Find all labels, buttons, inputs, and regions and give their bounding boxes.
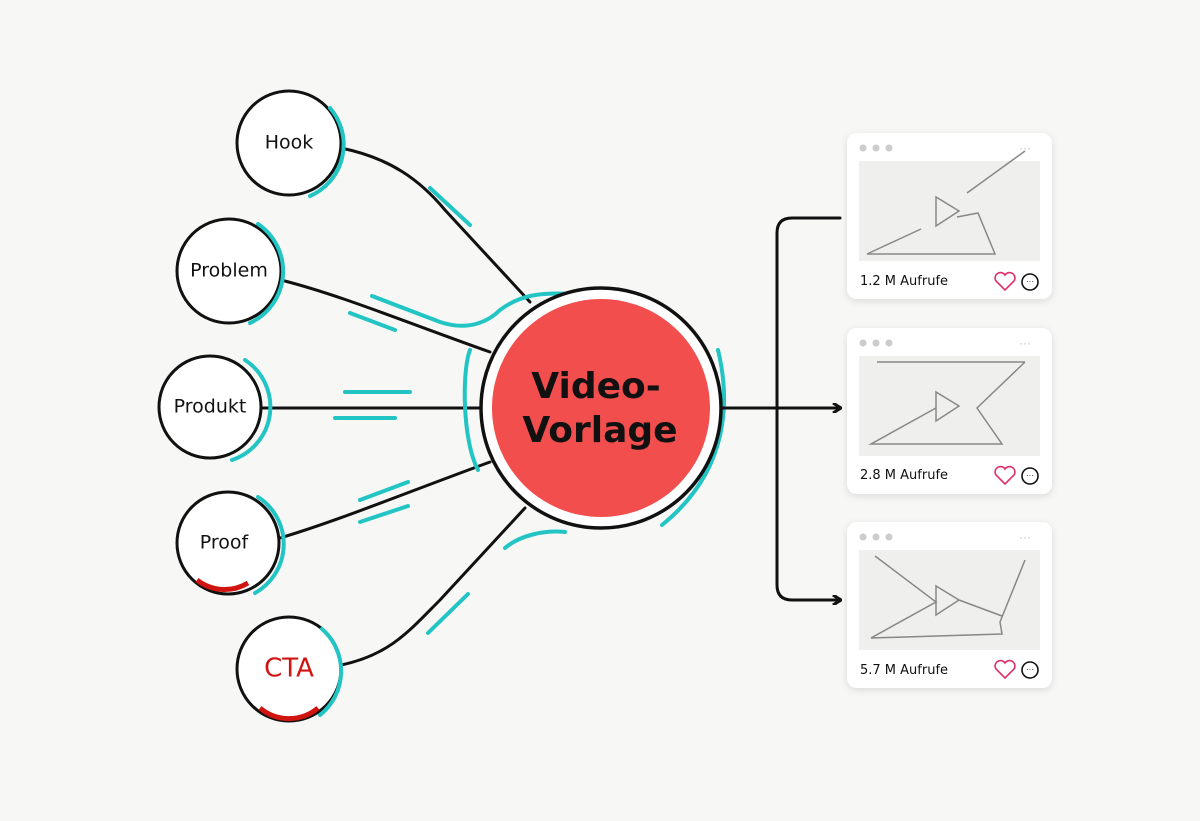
node-label: CTA (264, 654, 314, 684)
connectors (259, 146, 726, 667)
svg-text:···: ··· (1026, 277, 1034, 286)
video-thumbnail[interactable] (859, 161, 1040, 261)
video-card-1[interactable]: ··· 1.2 M Aufrufe ··· (847, 133, 1052, 299)
input-node-cta: CTA (235, 615, 344, 723)
view-count: 5.7 M Aufrufe (860, 663, 948, 678)
cta-accent-arc (258, 706, 320, 722)
heart-icon[interactable] (994, 465, 1016, 486)
comment-icon[interactable]: ··· (1021, 661, 1039, 679)
connector-problem (279, 278, 492, 354)
input-node-produkt: Produkt (157, 354, 273, 462)
view-count: 1.2 M Aufrufe (860, 274, 948, 289)
center-node-video-template: Video- Vorlage (479, 286, 723, 530)
svg-text:···: ··· (1026, 471, 1034, 480)
view-count: 2.8 M Aufrufe (860, 468, 948, 483)
connector-cta (339, 506, 527, 667)
center-label-line2: Vorlage (522, 410, 677, 451)
heart-icon[interactable] (994, 659, 1016, 680)
input-node-hook: Hook (235, 89, 346, 198)
more-icon[interactable]: ··· (1019, 336, 1031, 350)
input-node-problem: Problem (175, 217, 286, 325)
video-card-3[interactable]: ··· 5.7 M Aufrufe ··· (847, 522, 1052, 688)
output-arrows (720, 216, 840, 600)
comment-icon[interactable]: ··· (1021, 467, 1039, 485)
node-label: Hook (265, 132, 314, 154)
center-label-line1: Video- (531, 366, 660, 407)
comment-icon[interactable]: ··· (1021, 273, 1039, 291)
connector-proof (278, 460, 492, 540)
cta-accent-arc (195, 577, 250, 592)
connector-hook (339, 146, 532, 304)
node-label: Proof (200, 532, 250, 554)
node-label: Produkt (174, 396, 247, 418)
video-card-2[interactable]: ··· 2.8 M Aufrufe ··· (847, 328, 1052, 494)
video-thumbnail[interactable] (859, 356, 1040, 456)
node-label: Problem (190, 260, 268, 282)
heart-icon[interactable] (994, 271, 1016, 292)
more-icon[interactable]: ··· (1019, 530, 1031, 544)
svg-text:···: ··· (1026, 665, 1034, 674)
more-icon[interactable]: ··· (1019, 141, 1031, 155)
input-node-proof: Proof (175, 490, 286, 596)
